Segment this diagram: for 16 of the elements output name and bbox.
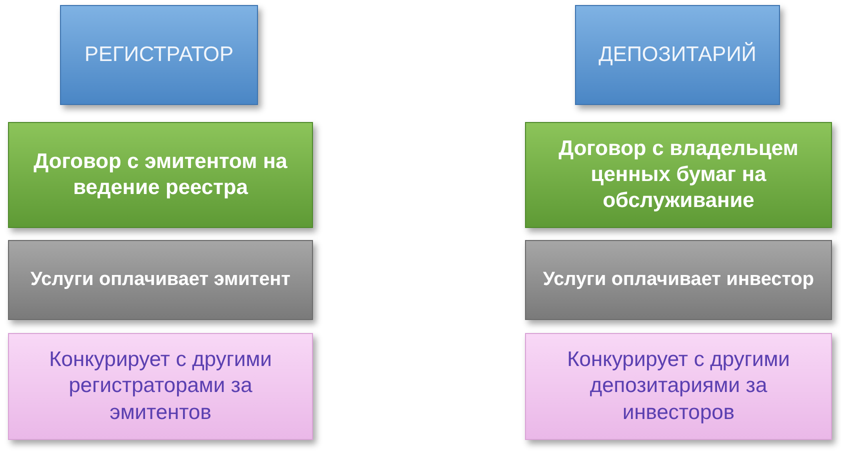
payment-box — [525, 240, 832, 320]
box-text: Услуги оплачивает инвестор — [542, 268, 814, 292]
box-text: РЕГИСТРАТОР — [84, 42, 234, 68]
contract-box — [8, 122, 313, 228]
role-header-box — [575, 5, 780, 105]
box-text: Конкурирует с другими регистраторами за эмитентов — [48, 347, 273, 426]
competition-box — [8, 333, 313, 440]
role-header-box — [60, 5, 258, 105]
box-text: Договор с эмитентом на ведение реестра — [32, 148, 288, 201]
box-text: Договор с владельцем ценных бумаг на обслуживание — [558, 136, 800, 214]
contract-box — [525, 122, 832, 228]
box-text: Конкурирует с другими депозитариями за инвесторов — [566, 347, 791, 426]
box-text: Услуги оплачивает эмитент — [30, 268, 290, 292]
payment-box — [8, 240, 313, 320]
competition-box — [525, 333, 832, 440]
box-text: ДЕПОЗИТАРИЙ — [598, 42, 756, 68]
